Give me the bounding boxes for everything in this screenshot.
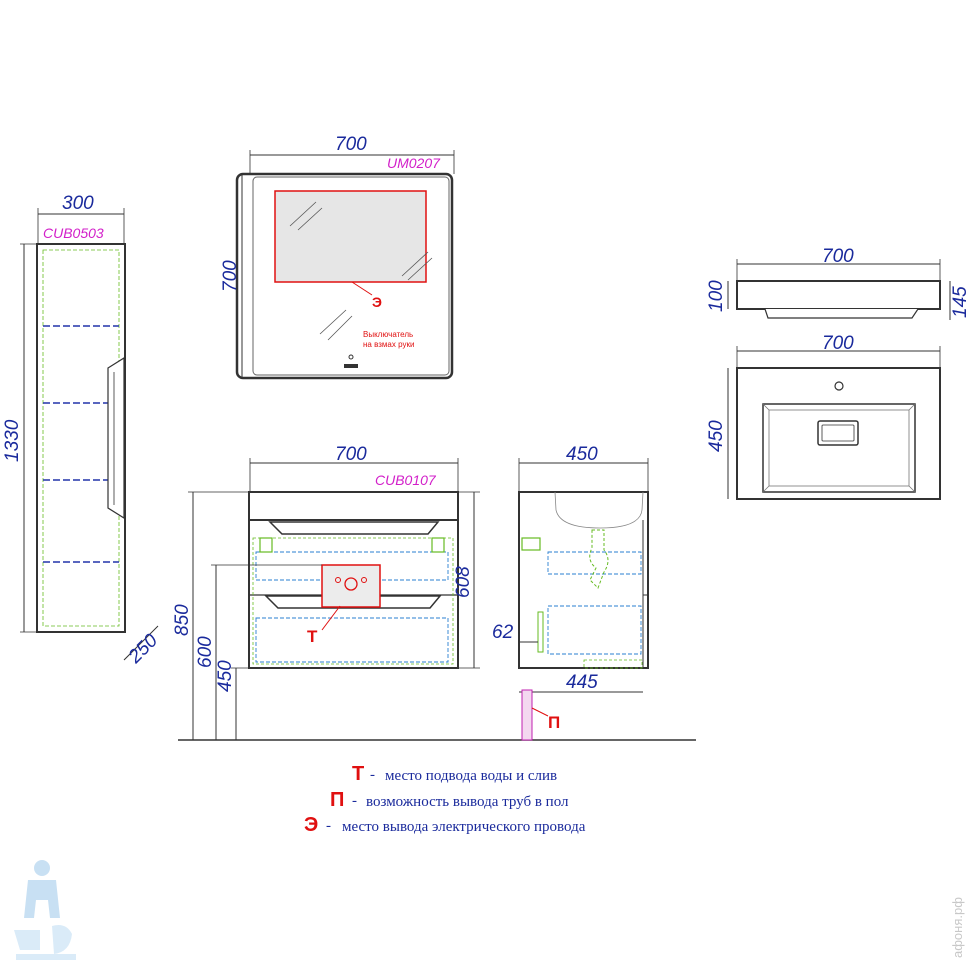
side-445-label: 445: [566, 672, 598, 693]
column-depth-label: 250: [124, 630, 162, 668]
legend: Т - место подвода воды и слив П - возмож…: [304, 763, 586, 836]
legend-text-e: место вывода электрического провода: [342, 819, 586, 835]
side-width-label: 450: [566, 444, 598, 465]
cabinet-front-drawing: 700 CUB0107 Т 608 850 600: [172, 444, 696, 741]
legend-sep-e: -: [326, 818, 331, 834]
cabinet-600-label: 600: [195, 636, 216, 668]
site-watermark: афоня.рф: [950, 897, 965, 958]
cabinet-code-label: CUB0107: [375, 472, 437, 488]
mirror-height-label: 700: [220, 260, 241, 292]
mirror-switch-note-1: Выключатель: [363, 330, 413, 339]
legend-sep-t: -: [370, 767, 375, 783]
cabinet-side-drawing: 450 62 445 П: [492, 444, 649, 741]
basin-plan-width-label: 700: [822, 333, 854, 354]
column-code-label: CUB0503: [43, 225, 104, 241]
column-height-label: 1330: [2, 419, 23, 462]
cabinet-body-height-label: 608: [453, 566, 474, 598]
legend-text-t: место подвода воды и слив: [385, 768, 557, 784]
legend-text-p: возможность вывода труб в пол: [366, 794, 569, 810]
mirror-width-label: 700: [335, 134, 367, 155]
side-62-label: 62: [492, 622, 514, 643]
mirror-switch-note-2: на взмах руки: [363, 340, 414, 349]
mirror-code-label: UM0207: [387, 155, 441, 171]
cabinet-450-label: 450: [215, 660, 236, 692]
column-drawing: 300 CUB0503 1330 250: [2, 193, 162, 668]
legend-sep-p: -: [352, 793, 357, 809]
basin-145-label: 145: [950, 286, 970, 318]
legend-letter-e: Э: [304, 814, 318, 836]
side-floor-marker: П: [548, 713, 560, 732]
legend-letter-p: П: [330, 789, 344, 811]
cabinet-total-height-label: 850: [172, 604, 193, 636]
column-width-label: 300: [62, 193, 94, 214]
plumber-logo-icon: [14, 860, 76, 960]
cabinet-width-label: 700: [335, 444, 367, 465]
cabinet-water-marker: Т: [307, 627, 318, 646]
basin-100-label: 100: [706, 280, 727, 312]
basin-depth-label: 450: [706, 420, 727, 452]
mirror-electric-marker: Э: [372, 294, 382, 310]
basin-drawing: 700 100 145 700 450: [706, 246, 970, 500]
legend-letter-t: Т: [352, 763, 364, 785]
basin-top-width-label: 700: [822, 246, 854, 267]
mirror-drawing: 700 UM0207 Э Выключатель на взмах руки 7…: [220, 134, 455, 380]
